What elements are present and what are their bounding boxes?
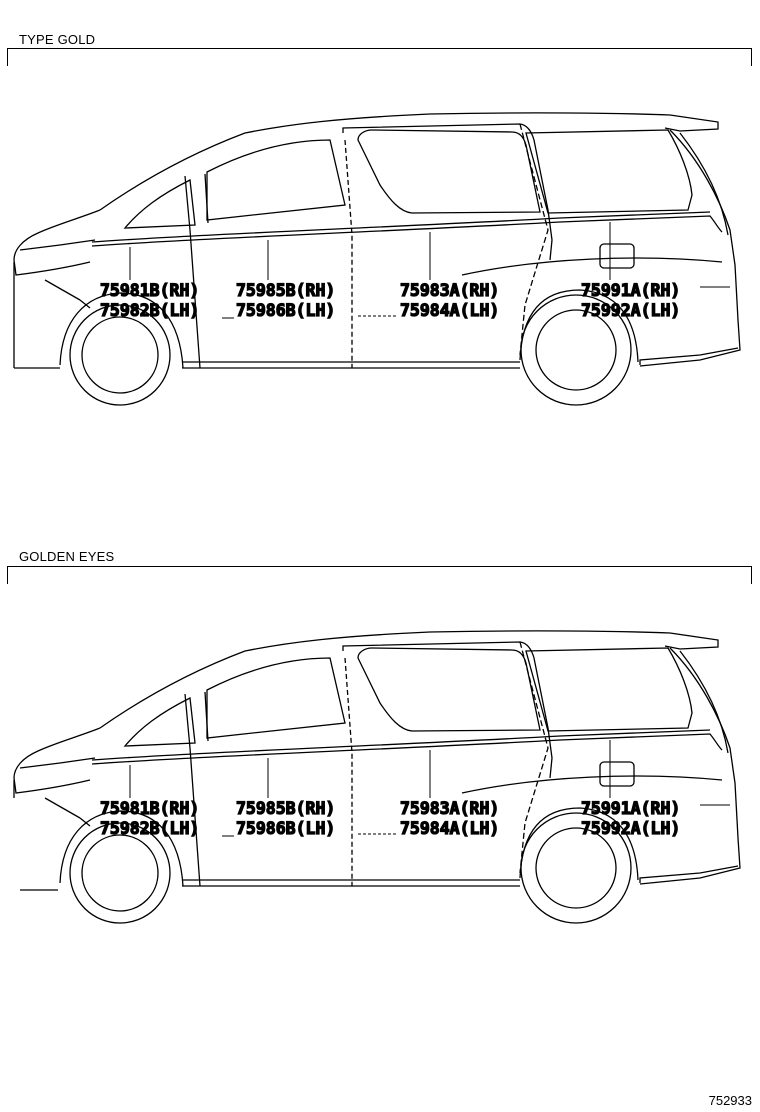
section-bracket xyxy=(7,48,752,66)
diagram-reference-number: 752933 xyxy=(708,1093,752,1108)
section-bracket xyxy=(7,566,752,584)
part-label-75985b-rh: 75985B(RH) xyxy=(236,799,335,818)
part-label-75991a-rh: 75991A(RH) xyxy=(581,281,680,300)
part-label-75983a-rh: 75983A(RH) xyxy=(400,281,499,300)
part-label-75991a-rh: 75991A(RH) xyxy=(581,799,680,818)
car-side-view-diagram: 75981B(RH) 75982B(LH) 75985B(RH) 75986B(… xyxy=(13,630,741,924)
part-label-75983a-rh: 75983A(RH) xyxy=(400,799,499,818)
leader-lines xyxy=(129,740,730,837)
part-label-75984a-lh: 75984A(LH) xyxy=(400,301,499,320)
part-label-75981b-rh: 75981B(RH) xyxy=(100,799,199,818)
part-label-75986b-lh: 75986B(LH) xyxy=(236,819,335,838)
part-label-75985b-rh: 75985B(RH) xyxy=(236,281,335,300)
part-label-75984a-lh: 75984A(LH) xyxy=(400,819,499,838)
leader-lines xyxy=(129,222,730,319)
car-side-view-diagram: 75981B(RH) 75982B(LH) 75985B(RH) 75986B(… xyxy=(13,112,741,406)
part-label-75992a-lh: 75992A(LH) xyxy=(581,819,680,838)
car-body-outline xyxy=(13,112,741,406)
part-label-75982b-lh: 75982B(LH) xyxy=(100,819,199,838)
car-body-outline xyxy=(13,630,741,924)
section-title-golden-eyes: GOLDEN EYES xyxy=(19,549,115,564)
part-label-75986b-lh: 75986B(LH) xyxy=(236,301,335,320)
section-title-type-gold: TYPE GOLD xyxy=(19,32,96,47)
part-label-75981b-rh: 75981B(RH) xyxy=(100,281,199,300)
part-label-75982b-lh: 75982B(LH) xyxy=(100,301,199,320)
part-label-75992a-lh: 75992A(LH) xyxy=(581,301,680,320)
